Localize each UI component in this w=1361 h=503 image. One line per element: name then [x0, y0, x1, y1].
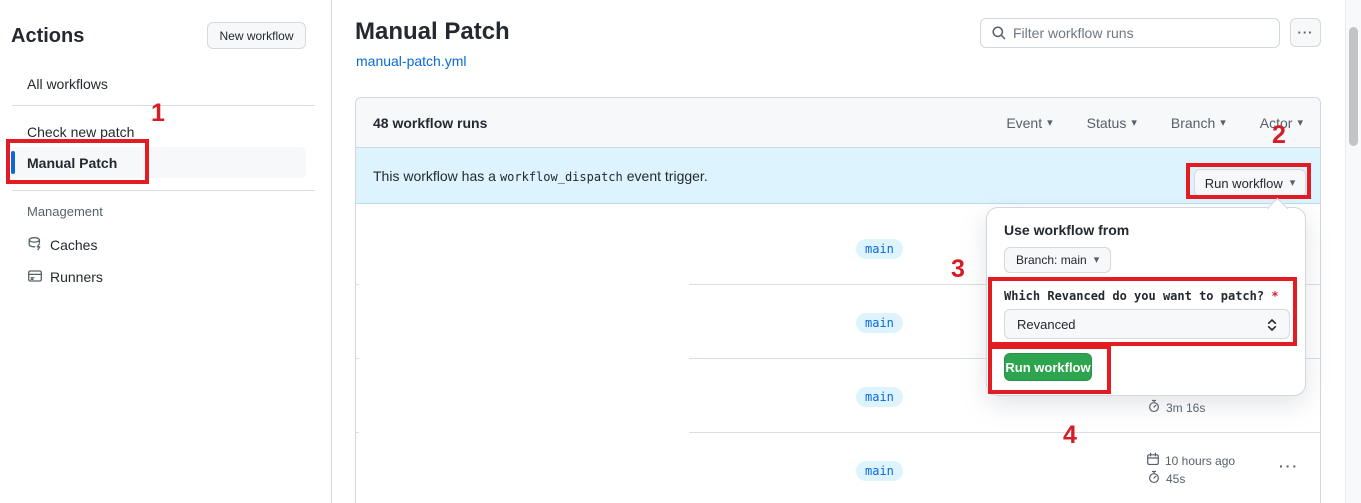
sidebar-item-caches[interactable]: Caches: [50, 237, 98, 253]
branch-badge[interactable]: main: [856, 239, 903, 259]
row-divider-stub: [356, 284, 359, 285]
required-asterisk: *: [1271, 289, 1279, 303]
workflow-file-link[interactable]: manual-patch.yml: [356, 53, 467, 69]
sidebar-title: Actions: [11, 25, 85, 47]
chevron-down-icon: ▾: [1047, 116, 1053, 129]
stopwatch-icon: [1147, 470, 1161, 487]
cache-icon: [27, 236, 43, 255]
up-down-chevrons-icon: [1267, 319, 1277, 331]
branch-badge[interactable]: main: [856, 461, 903, 481]
sidebar-item-manual-patch[interactable]: [10, 147, 306, 178]
code-workflow-dispatch: workflow_dispatch: [499, 170, 623, 184]
run-workflow-popup: Use workflow from Branch: main▾ Which Re…: [986, 207, 1306, 396]
sidebar-item-manual-patch-label: Manual Patch: [27, 155, 118, 171]
page-title: Manual Patch: [355, 18, 510, 45]
chevron-down-icon: ▾: [1220, 116, 1226, 129]
stopwatch-icon: [1147, 399, 1161, 416]
run-duration: 3m 16s: [1147, 399, 1205, 416]
branch-select-button[interactable]: Branch: main▾: [1004, 247, 1112, 273]
run-workflow-submit-button[interactable]: Run workflow: [1004, 353, 1092, 381]
scrollbar-track[interactable]: [1345, 0, 1361, 503]
chevron-down-icon: ▾: [1297, 116, 1303, 129]
branch-badge[interactable]: main: [856, 313, 903, 333]
filter-status[interactable]: Status▾: [1086, 115, 1137, 131]
management-heading: Management: [27, 204, 103, 219]
kebab-menu-button[interactable]: ···: [1290, 18, 1321, 47]
run-duration: 45s: [1147, 470, 1185, 487]
row-divider: [689, 432, 1320, 433]
workflow-input-label: Which Revanced do you want to patch? *: [1004, 289, 1279, 303]
filter-workflow-runs-box: [980, 18, 1280, 48]
filter-actor[interactable]: Actor▾: [1259, 115, 1303, 131]
selected-accent-bar: [11, 151, 15, 174]
filter-event[interactable]: Event▾: [1006, 115, 1053, 131]
sidebar-divider: [12, 105, 315, 106]
popup-title: Use workflow from: [1004, 222, 1130, 238]
chevron-down-icon: ▾: [1093, 253, 1100, 266]
sidebar-divider: [12, 190, 315, 191]
run-filters: Event▾ Status▾ Branch▾ Actor▾: [1006, 115, 1303, 131]
scrollbar-thumb[interactable]: [1349, 27, 1358, 146]
run-date: 10 hours ago: [1146, 452, 1235, 469]
search-input[interactable]: [1013, 19, 1273, 47]
row-kebab-icon[interactable]: ···: [1279, 458, 1299, 474]
new-workflow-button[interactable]: New workflow: [207, 22, 306, 49]
actions-sidebar: Actions New workflow All workflows Check…: [0, 0, 332, 503]
branch-badge[interactable]: main: [856, 387, 903, 407]
row-divider-stub: [356, 432, 359, 433]
search-icon: [991, 25, 1007, 44]
run-workflow-dropdown-button[interactable]: Run workflow▾: [1194, 169, 1306, 197]
run-count: 48 workflow runs: [373, 115, 488, 131]
revanced-select[interactable]: Revanced: [1004, 309, 1290, 339]
chevron-down-icon: ▾: [1289, 176, 1296, 189]
sidebar-item-all-workflows[interactable]: All workflows: [27, 76, 108, 92]
filter-branch[interactable]: Branch▾: [1170, 115, 1226, 131]
runners-icon: [27, 268, 43, 287]
runs-panel-header: 48 workflow runs Event▾ Status▾ Branch▾ …: [356, 98, 1320, 148]
row-divider-stub: [356, 358, 359, 359]
sidebar-item-runners[interactable]: Runners: [50, 269, 103, 285]
chevron-down-icon: ▾: [1131, 116, 1137, 129]
sidebar-item-check-new-patch[interactable]: Check new patch: [27, 124, 135, 140]
calendar-icon: [1146, 452, 1160, 469]
